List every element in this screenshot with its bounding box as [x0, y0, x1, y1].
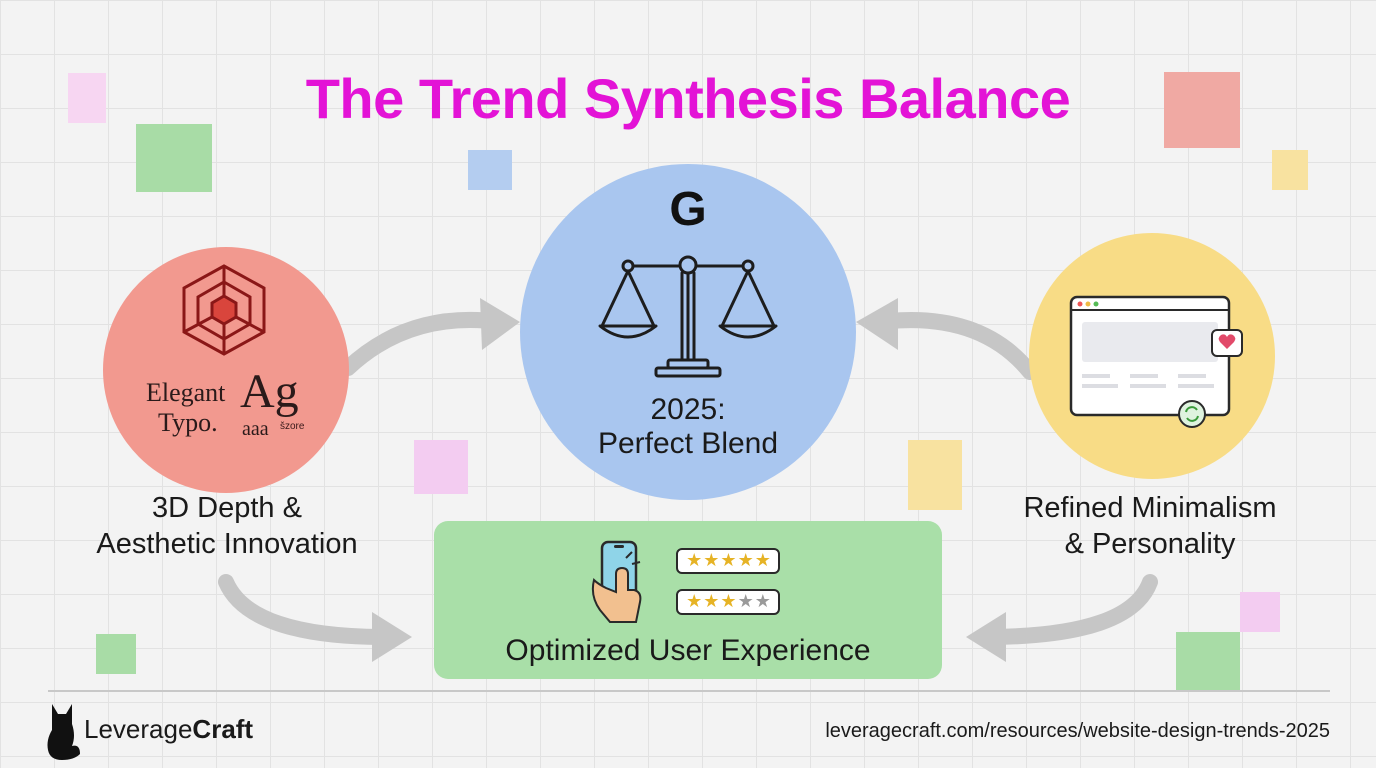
decor-square	[1164, 72, 1240, 148]
decor-square	[1176, 632, 1240, 690]
phone-tap-icon	[591, 540, 642, 623]
arrow-right-to-ux	[982, 574, 1158, 645]
arrow-head	[480, 298, 520, 350]
glyph-sample: Ag	[240, 365, 299, 418]
arrow-head	[966, 612, 1006, 662]
hexagon-cube-icon	[182, 264, 266, 356]
center-label: Perfect Blend	[597, 427, 779, 460]
left-caption-line1: 3D Depth &	[152, 492, 302, 524]
decor-square	[96, 634, 136, 674]
fox-logo-icon	[47, 704, 80, 760]
rating-stars-empty: ★★	[737, 591, 772, 612]
g-logo-icon: G	[669, 183, 707, 236]
decor-square	[908, 440, 962, 510]
arrow-left-to-center	[340, 312, 508, 376]
typo-sample-line2: Typo.	[158, 408, 218, 437]
rating-bubble-high	[676, 548, 780, 574]
arrow-right-to-center	[872, 312, 1038, 380]
footer-url: leveragecraft.com/resources/website-desi…	[825, 720, 1330, 742]
rating-stars-filled: ★★★	[686, 591, 738, 612]
arrow-left-to-ux	[218, 574, 398, 646]
page-title: The Trend Synthesis Balance	[305, 67, 1071, 130]
right-caption-line1: Refined Minimalism	[1023, 492, 1277, 524]
ux-label: Optimized User Experience	[505, 634, 871, 667]
decor-square	[1240, 592, 1280, 632]
arrow-head	[372, 612, 412, 662]
decor-square	[468, 150, 512, 190]
right-caption-line2: & Personality	[1064, 528, 1236, 560]
glyph-sup-sample: šzore	[280, 421, 305, 432]
decor-square	[1272, 150, 1308, 190]
decor-square	[136, 124, 212, 192]
browser-window-icon	[1069, 295, 1243, 428]
glyph-sub-sample: aaa	[242, 418, 269, 440]
rating-bubble-low	[676, 589, 780, 615]
brand-name-regular: Leverage	[84, 714, 193, 744]
brand-name: LeverageCraft	[84, 714, 253, 745]
decor-square	[414, 440, 468, 494]
typo-sample-line1: Elegant	[146, 378, 226, 407]
decor-square	[68, 73, 106, 123]
center-year: 2025:	[650, 393, 726, 426]
rating-stars-high: ★★★★★	[686, 550, 772, 571]
arrow-head	[856, 298, 898, 350]
left-trend-circle	[103, 247, 349, 493]
footer-divider	[48, 690, 1330, 692]
brand-name-bold: Craft	[192, 714, 254, 744]
rating-stars-low: ★★★★★	[680, 591, 778, 612]
balance-scale-icon	[598, 255, 778, 378]
left-caption-line2: Aesthetic Innovation	[96, 528, 358, 560]
